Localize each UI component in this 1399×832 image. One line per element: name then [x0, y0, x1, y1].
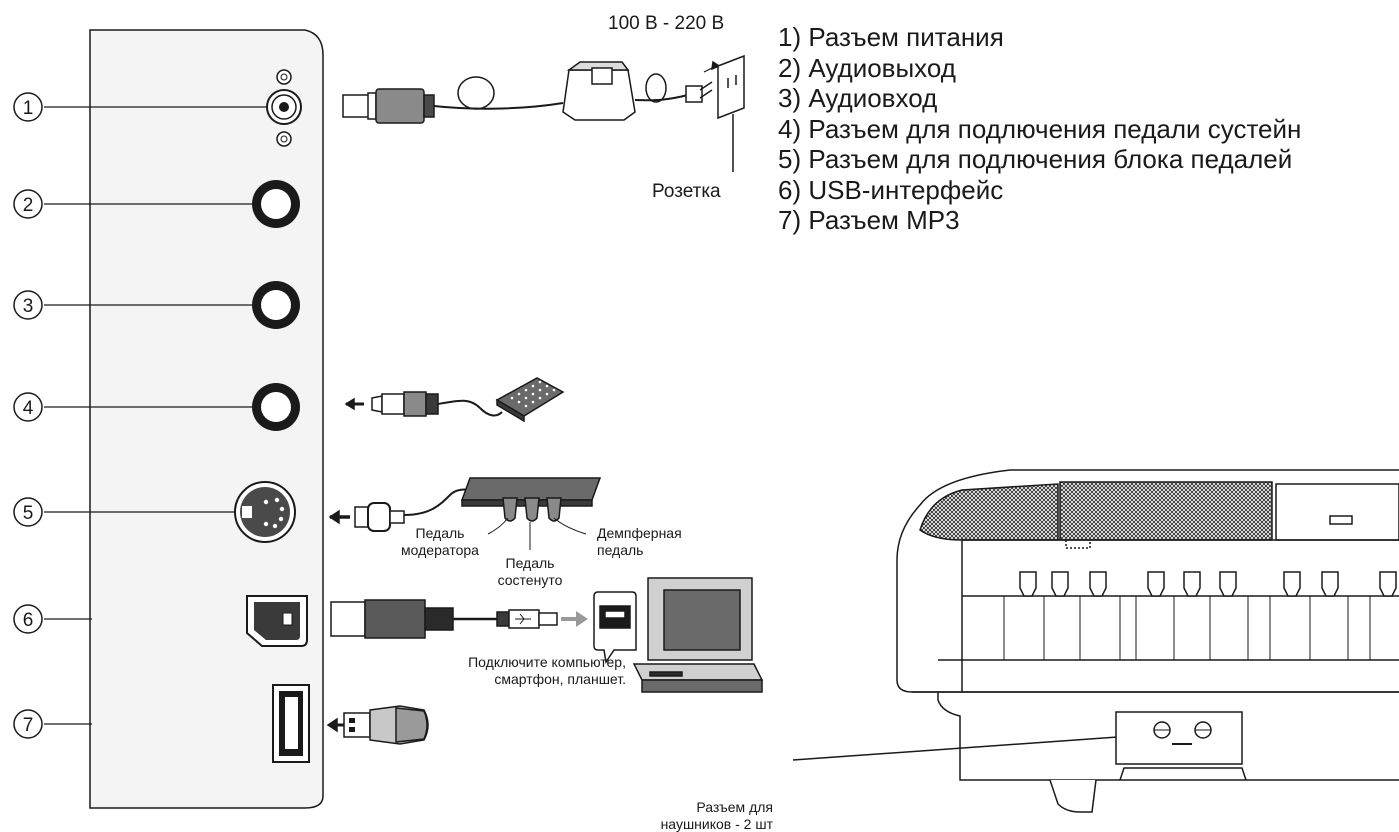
usb-flash-drive — [326, 705, 429, 745]
usb-connect-line2: смартфон, планшет. — [494, 671, 626, 687]
legend-item-1: 1) Разъем питания — [778, 22, 1004, 52]
legend-item-6: 6) USB-интерфейс — [778, 174, 1004, 205]
badge-1-label: 1 — [23, 98, 34, 119]
audio-in-jack — [252, 281, 300, 329]
headphone-label-line1: Разъем для — [696, 799, 773, 815]
keyboard-front-view — [896, 469, 1399, 813]
usb-a-mp3-port — [272, 684, 310, 763]
badge-1: 1 — [13, 92, 43, 122]
moderator-pedal-line2: модератора — [401, 542, 479, 558]
usb-connect-line1: Подключите компьютер, — [468, 654, 626, 670]
badge-4: 4 — [13, 392, 43, 422]
pedal-unit — [328, 477, 602, 550]
badge-7-label: 7 — [23, 715, 34, 736]
badge-4-label: 4 — [23, 398, 34, 419]
badge-2-label: 2 — [23, 195, 34, 216]
legend-item-7: 7) Разъем MP3 — [778, 205, 960, 235]
pedal-unit-din-jack — [234, 481, 296, 543]
headphone-leader-line — [792, 734, 1147, 761]
connector-legend: 1) Разъем питания 2) Аудиовыход 3) Аудио… — [778, 22, 1301, 236]
power-adapter — [342, 54, 745, 172]
headphone-label-line2: наушников - 2 шт — [661, 816, 774, 832]
computer-icon — [632, 577, 764, 693]
badge-7: 7 — [13, 709, 43, 739]
outlet-label: Розетка — [652, 181, 721, 202]
damper-pedal-line1: Демпферная — [597, 525, 682, 541]
usb-cable — [330, 599, 588, 639]
legend-item-4: 4) Разъем для подлючения педали сустейн — [778, 113, 1302, 144]
sustain-jack — [252, 383, 300, 431]
dc-power-jack — [266, 69, 302, 147]
sostenuto-pedal-line1: Педаль — [506, 555, 555, 571]
usb-a-socket-callout — [593, 591, 637, 664]
legend-item-3: 3) Аудиовход — [778, 83, 938, 113]
badge-3-label: 3 — [23, 296, 34, 317]
badge-6-label: 6 — [23, 610, 34, 631]
sustain-pedal — [344, 377, 565, 423]
badge-5: 5 — [13, 497, 43, 527]
badge-leaders — [44, 106, 272, 725]
badge-2: 2 — [13, 189, 43, 219]
badge-3: 3 — [13, 290, 43, 320]
sostenuto-pedal-line2: состенуто — [498, 572, 563, 588]
badge-5-label: 5 — [23, 503, 34, 524]
badge-6: 6 — [13, 604, 43, 634]
usb-b-port — [246, 595, 308, 647]
legend-item-5: 5) Разъем для подлючения блока педалей — [778, 144, 1293, 174]
number-badges: 1 2 3 4 5 6 7 — [13, 92, 43, 739]
moderator-pedal-line1: Педаль — [416, 525, 465, 541]
voltage-label: 100 В - 220 В — [608, 13, 724, 34]
audio-out-jack — [252, 180, 300, 228]
legend-item-2: 2) Аудиовыход — [778, 52, 956, 83]
damper-pedal-line2: педаль — [597, 542, 643, 558]
